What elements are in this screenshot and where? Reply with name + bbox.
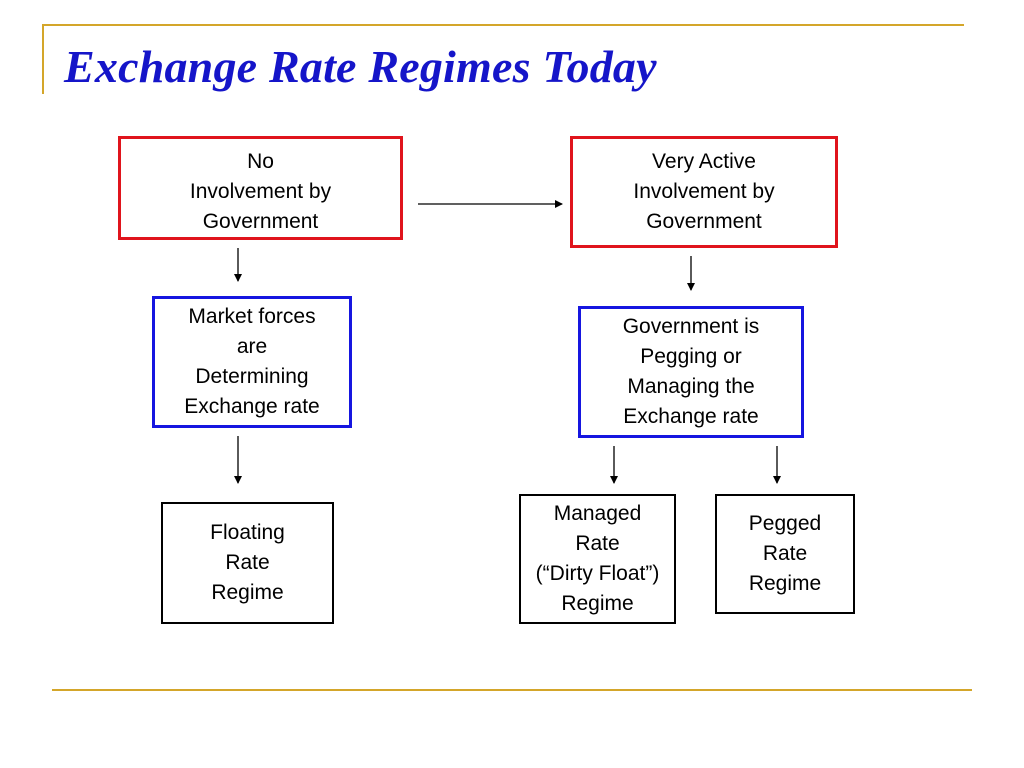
very-active-involvement-box: Very Active Involvement by Government (570, 136, 838, 248)
no-involvement-text: No Involvement by Government (189, 150, 332, 233)
frame-bottom-line (52, 689, 972, 691)
market-forces-box: Market forces are Determining Exchange r… (152, 296, 352, 428)
no-involvement-box: No Involvement by Government (118, 136, 403, 240)
slide-title: Exchange Rate Regimes Today (64, 41, 657, 92)
frame-top-line (42, 24, 964, 26)
government-pegging-text: Government is Pegging or Managing the Ex… (622, 315, 760, 428)
floating-rate-regime-text: Floating Rate Regime (210, 521, 285, 604)
very-active-involvement-text: Very Active Involvement by Government (633, 150, 775, 233)
government-pegging-box: Government is Pegging or Managing the Ex… (578, 306, 804, 438)
managed-rate-regime-box: Managed Rate (“Dirty Float”) Regime (519, 494, 676, 624)
floating-rate-regime-box: Floating Rate Regime (161, 502, 334, 624)
managed-rate-regime-text: Managed Rate (“Dirty Float”) Regime (535, 502, 660, 615)
market-forces-text: Market forces are Determining Exchange r… (184, 305, 320, 418)
frame-left-line (42, 24, 44, 94)
pegged-rate-regime-text: Pegged Rate Regime (748, 512, 822, 595)
pegged-rate-regime-box: Pegged Rate Regime (715, 494, 855, 614)
